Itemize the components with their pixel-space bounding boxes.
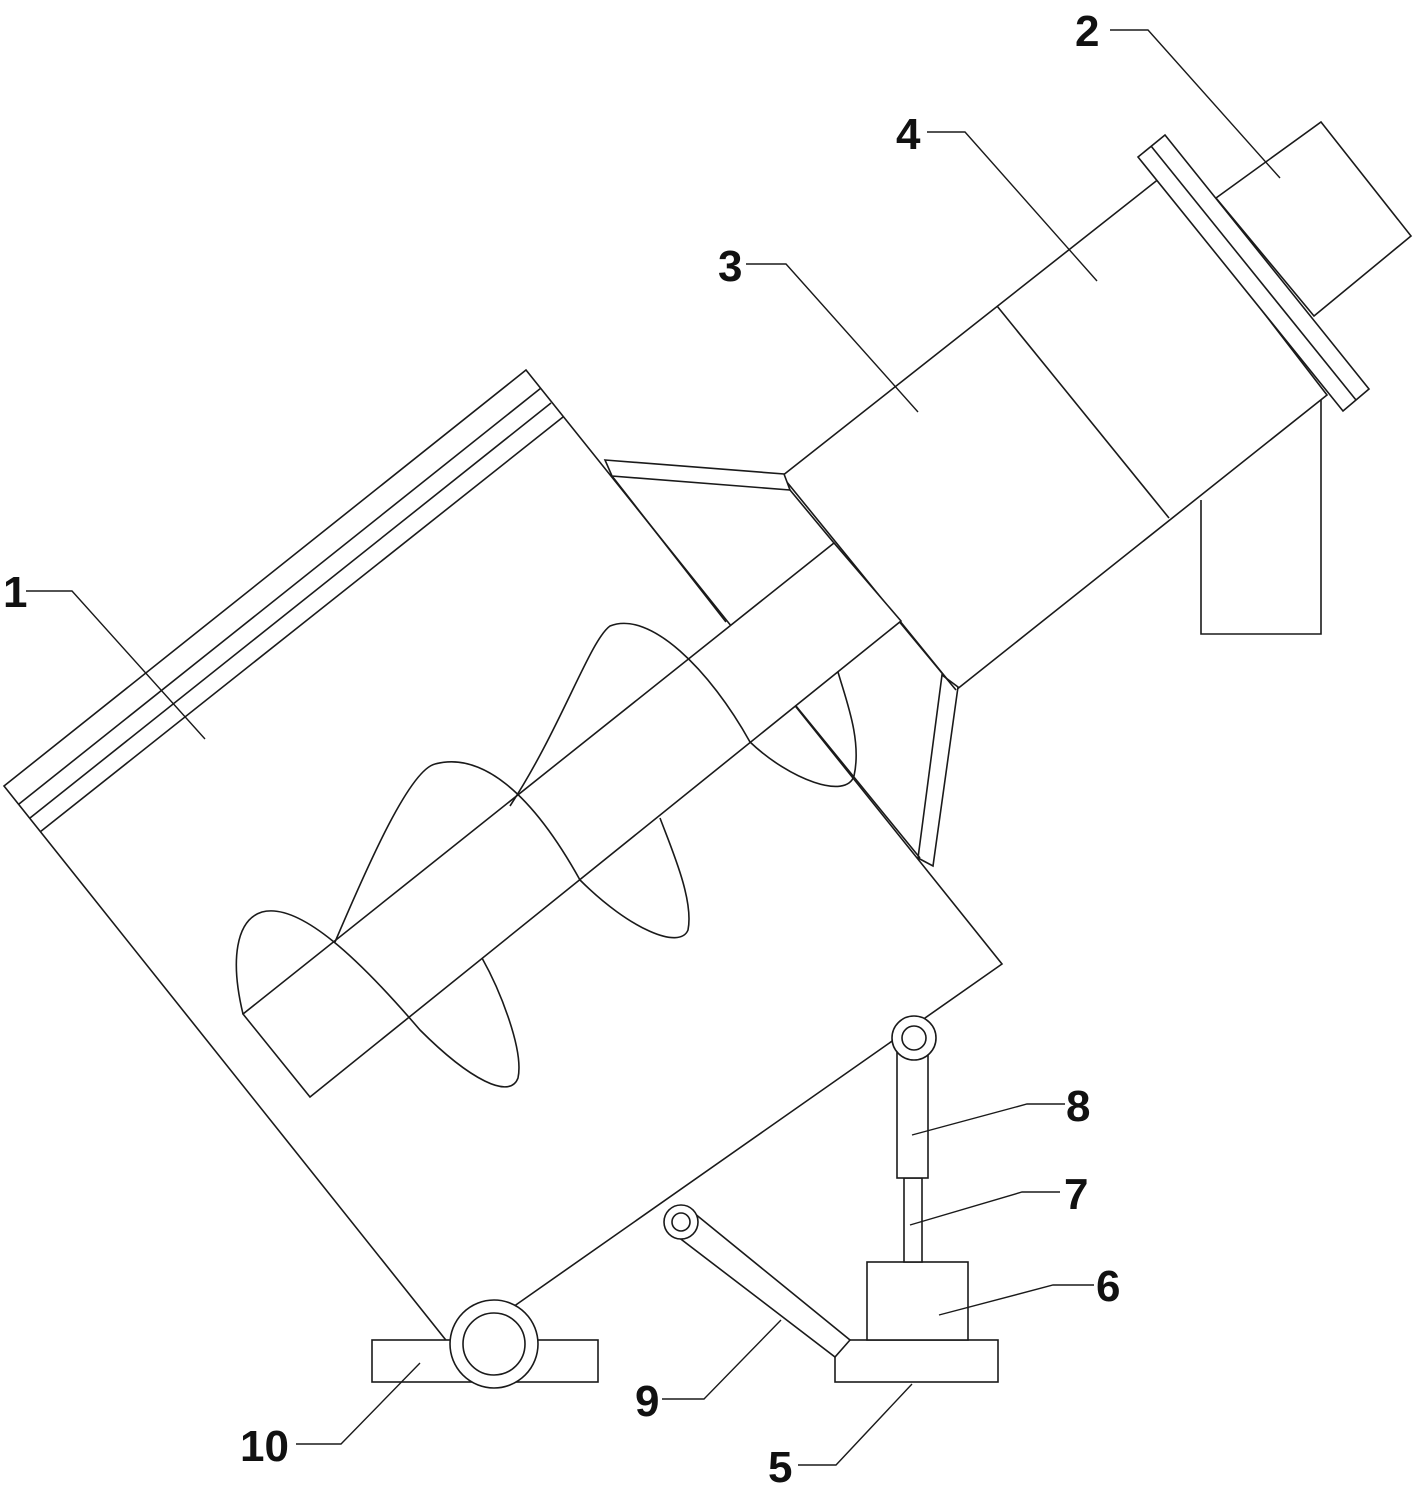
- leader-2: [1110, 29, 1281, 179]
- callout-5: 5: [768, 1443, 792, 1492]
- callout-10: 10: [240, 1422, 289, 1471]
- leader-3: [746, 263, 919, 413]
- cylinder-base: [834, 1339, 999, 1383]
- cylinder-housing: [866, 1261, 969, 1341]
- leader-5: [798, 1383, 913, 1466]
- leader-4: [927, 131, 1098, 282]
- callout-labels: 1 2 3 4 5 6 7 8 9 10: [3, 7, 1120, 1492]
- leader-6: [938, 1284, 1094, 1316]
- support-leg: [1200, 392, 1322, 635]
- piston-rod: [903, 1177, 923, 1263]
- leader-9: [662, 1319, 782, 1400]
- callout-9: 9: [635, 1377, 659, 1426]
- leader-8: [911, 1103, 1065, 1136]
- callout-4: 4: [896, 110, 921, 159]
- callout-7: 7: [1064, 1170, 1088, 1219]
- screw-flight: [235, 622, 857, 1088]
- leader-10: [296, 1362, 421, 1445]
- callout-2: 2: [1075, 7, 1099, 56]
- hydraulic-cylinder: [891, 1015, 937, 1179]
- callout-6: 6: [1096, 1262, 1120, 1311]
- callout-8: 8: [1066, 1082, 1090, 1131]
- screw-shaft: [241, 541, 903, 1099]
- link-arm: [663, 1204, 852, 1359]
- leader-1: [26, 590, 206, 740]
- pivot-base: [371, 1299, 599, 1389]
- callout-3: 3: [718, 242, 742, 291]
- leader-lines: [26, 29, 1281, 1466]
- callout-1: 1: [3, 568, 27, 617]
- end-flange: [1136, 133, 1371, 413]
- motor-housing: [1214, 120, 1413, 318]
- leader-7: [909, 1191, 1060, 1226]
